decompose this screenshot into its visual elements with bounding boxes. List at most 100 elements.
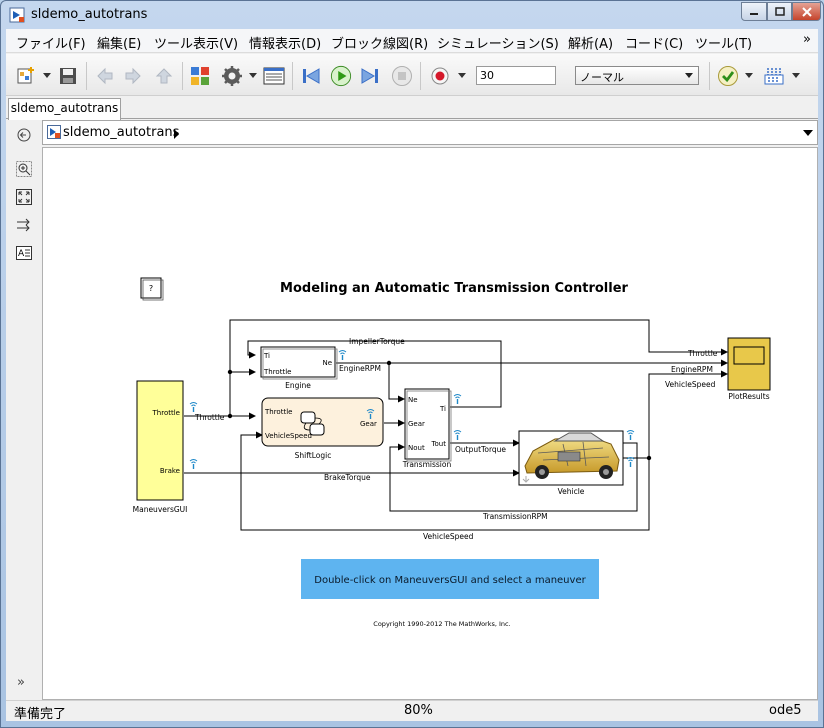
model-advisor-button[interactable] xyxy=(717,65,739,87)
back-button[interactable] xyxy=(94,65,116,87)
vehicle-block[interactable]: Vehicle xyxy=(518,430,624,496)
menu-code[interactable]: コード(C) xyxy=(625,37,684,52)
model-explorer-button[interactable] xyxy=(263,65,285,87)
transmission-port-nout: Nout xyxy=(408,444,425,452)
maximize-button[interactable] xyxy=(767,2,792,21)
menu-diagram[interactable]: ブロック線図(R) xyxy=(331,37,429,52)
logging-icon[interactable] xyxy=(366,409,375,420)
shiftlogic-port-vehiclespeed: VehicleSpeed xyxy=(265,432,312,440)
minimize-button[interactable] xyxy=(741,2,767,21)
hide-browser-button[interactable] xyxy=(15,126,33,144)
menu-analysis[interactable]: 解析(A) xyxy=(568,37,614,52)
signal-label-impeller-torque: ImpellerTorque xyxy=(349,337,405,346)
vehicle-speed-feedback-line[interactable] xyxy=(240,431,650,531)
throttle-to-plot-line[interactable] xyxy=(229,319,728,372)
signal-route-button[interactable] xyxy=(15,216,33,234)
transmission-block-name: Transmission xyxy=(402,460,452,469)
shiftlogic-block[interactable]: Throttle VehicleSpeed Gear ShiftLogic xyxy=(261,397,384,460)
close-icon xyxy=(801,6,812,17)
library-browser-button[interactable] xyxy=(189,65,211,87)
arrows-right-icon xyxy=(17,218,30,232)
build-model-button[interactable] xyxy=(763,65,785,87)
menu-edit[interactable]: 編集(E) xyxy=(97,37,142,52)
zoom-button[interactable] xyxy=(15,160,33,178)
toolbar-separator xyxy=(292,62,293,90)
copyright-text: Copyright 1990-2012 The MathWorks, Inc. xyxy=(373,620,510,628)
plot-results-block[interactable]: PlotResults xyxy=(727,337,771,401)
fit-to-view-button[interactable] xyxy=(15,188,33,206)
menu-bar: ファイル(F) 編集(E) ツール表示(V) 情報表示(D) ブロック線図(R)… xyxy=(6,29,818,53)
forward-button[interactable] xyxy=(122,65,144,87)
impeller-torque-line[interactable] xyxy=(247,340,502,408)
arrow-up-icon xyxy=(155,68,173,84)
step-back-button[interactable] xyxy=(300,65,322,87)
stateflow-chart-icon xyxy=(300,411,325,436)
expand-sidebar-button[interactable]: » xyxy=(17,675,25,690)
status-ready-text: 準備完了 xyxy=(14,707,67,722)
simulation-mode-select[interactable]: ノーマル xyxy=(575,66,699,85)
menu-view[interactable]: ツール表示(V) xyxy=(154,37,239,52)
breadcrumb-arrow-icon[interactable] xyxy=(174,129,179,139)
throttle-to-engine-line[interactable] xyxy=(229,368,256,416)
instruction-annotation[interactable]: Double-click on ManeuversGUI and select … xyxy=(301,559,599,599)
save-button[interactable] xyxy=(57,65,79,87)
vehicle-speed-to-plot-line[interactable] xyxy=(648,370,728,458)
advisor-dropdown-arrow[interactable] xyxy=(745,73,753,78)
record-dropdown-arrow[interactable] xyxy=(458,73,466,78)
branch-points xyxy=(227,360,652,461)
logging-icon[interactable] xyxy=(626,430,635,441)
menu-tools[interactable]: ツール(T) xyxy=(695,37,753,52)
tab-sldemo-autotrans[interactable]: sldemo_autotrans xyxy=(8,98,121,120)
run-button[interactable] xyxy=(330,65,352,87)
menu-display[interactable]: 情報表示(D) xyxy=(249,37,322,52)
signal-label-output-torque: OutputTorque xyxy=(455,445,506,454)
help-button-label: ? xyxy=(149,284,153,293)
signal-logging-icons xyxy=(189,350,635,470)
simulation-mode-value: ノーマル xyxy=(580,71,624,84)
status-solver[interactable]: ode5 xyxy=(769,703,802,718)
block-diagram[interactable]: ? Modeling an Automatic Transmission Con… xyxy=(43,148,818,700)
maneuvers-gui-block[interactable]: Throttle Brake ManeuversGUI xyxy=(133,380,188,514)
model-browser-address-bar[interactable]: sldemo_autotrans xyxy=(42,120,818,145)
new-dropdown-arrow[interactable] xyxy=(43,73,51,78)
signal-label-throttle: Throttle xyxy=(194,413,225,422)
menu-file[interactable]: ファイル(F) xyxy=(16,37,86,52)
toolbar-separator xyxy=(420,62,421,90)
close-button[interactable] xyxy=(792,2,821,21)
new-model-button[interactable] xyxy=(15,65,37,87)
save-icon xyxy=(60,68,76,84)
logging-icon[interactable] xyxy=(626,457,635,468)
minimize-icon xyxy=(750,12,758,15)
menu-overflow[interactable]: » xyxy=(803,32,811,47)
settings-dropdown-arrow[interactable] xyxy=(249,73,257,78)
transmission-block[interactable]: Ne Gear Nout Ti Tout Transmission xyxy=(402,388,452,469)
logging-icon[interactable] xyxy=(189,459,198,470)
new-model-icon xyxy=(17,67,34,84)
model-settings-button[interactable] xyxy=(221,65,243,87)
plot-results-block-name: PlotResults xyxy=(728,392,769,401)
record-button[interactable] xyxy=(429,65,451,87)
transmission-port-gear: Gear xyxy=(408,420,425,428)
logging-icon[interactable] xyxy=(338,350,347,361)
engine-block[interactable]: Ti Throttle Ne Engine xyxy=(260,346,338,390)
menu-simulation[interactable]: シミュレーション(S) xyxy=(437,37,559,52)
transmission-port-tout: Tout xyxy=(430,440,446,448)
engine-rpm-to-transmission-line[interactable] xyxy=(388,363,405,403)
logging-icon[interactable] xyxy=(453,394,462,405)
signal-label-plot-vehicle-speed: VehicleSpeed xyxy=(665,380,716,389)
address-dropdown-arrow[interactable] xyxy=(803,130,813,136)
maneuvers-block-name: ManeuversGUI xyxy=(133,505,188,514)
model-canvas[interactable]: ? Modeling an Automatic Transmission Con… xyxy=(42,147,818,700)
title-bar[interactable]: sldemo_autotrans xyxy=(1,1,823,29)
breadcrumb-model[interactable]: sldemo_autotrans xyxy=(63,125,180,140)
build-dropdown-arrow[interactable] xyxy=(792,73,800,78)
step-forward-button[interactable] xyxy=(359,65,381,87)
stop-time-input[interactable] xyxy=(476,66,556,85)
logging-icon[interactable] xyxy=(453,430,462,441)
logging-icon[interactable] xyxy=(189,402,198,413)
help-button[interactable]: ? xyxy=(140,277,164,301)
stop-button[interactable] xyxy=(391,65,413,87)
up-button[interactable] xyxy=(153,65,175,87)
annotation-button[interactable]: A xyxy=(15,244,33,262)
transmission-rpm-line[interactable] xyxy=(389,442,638,512)
